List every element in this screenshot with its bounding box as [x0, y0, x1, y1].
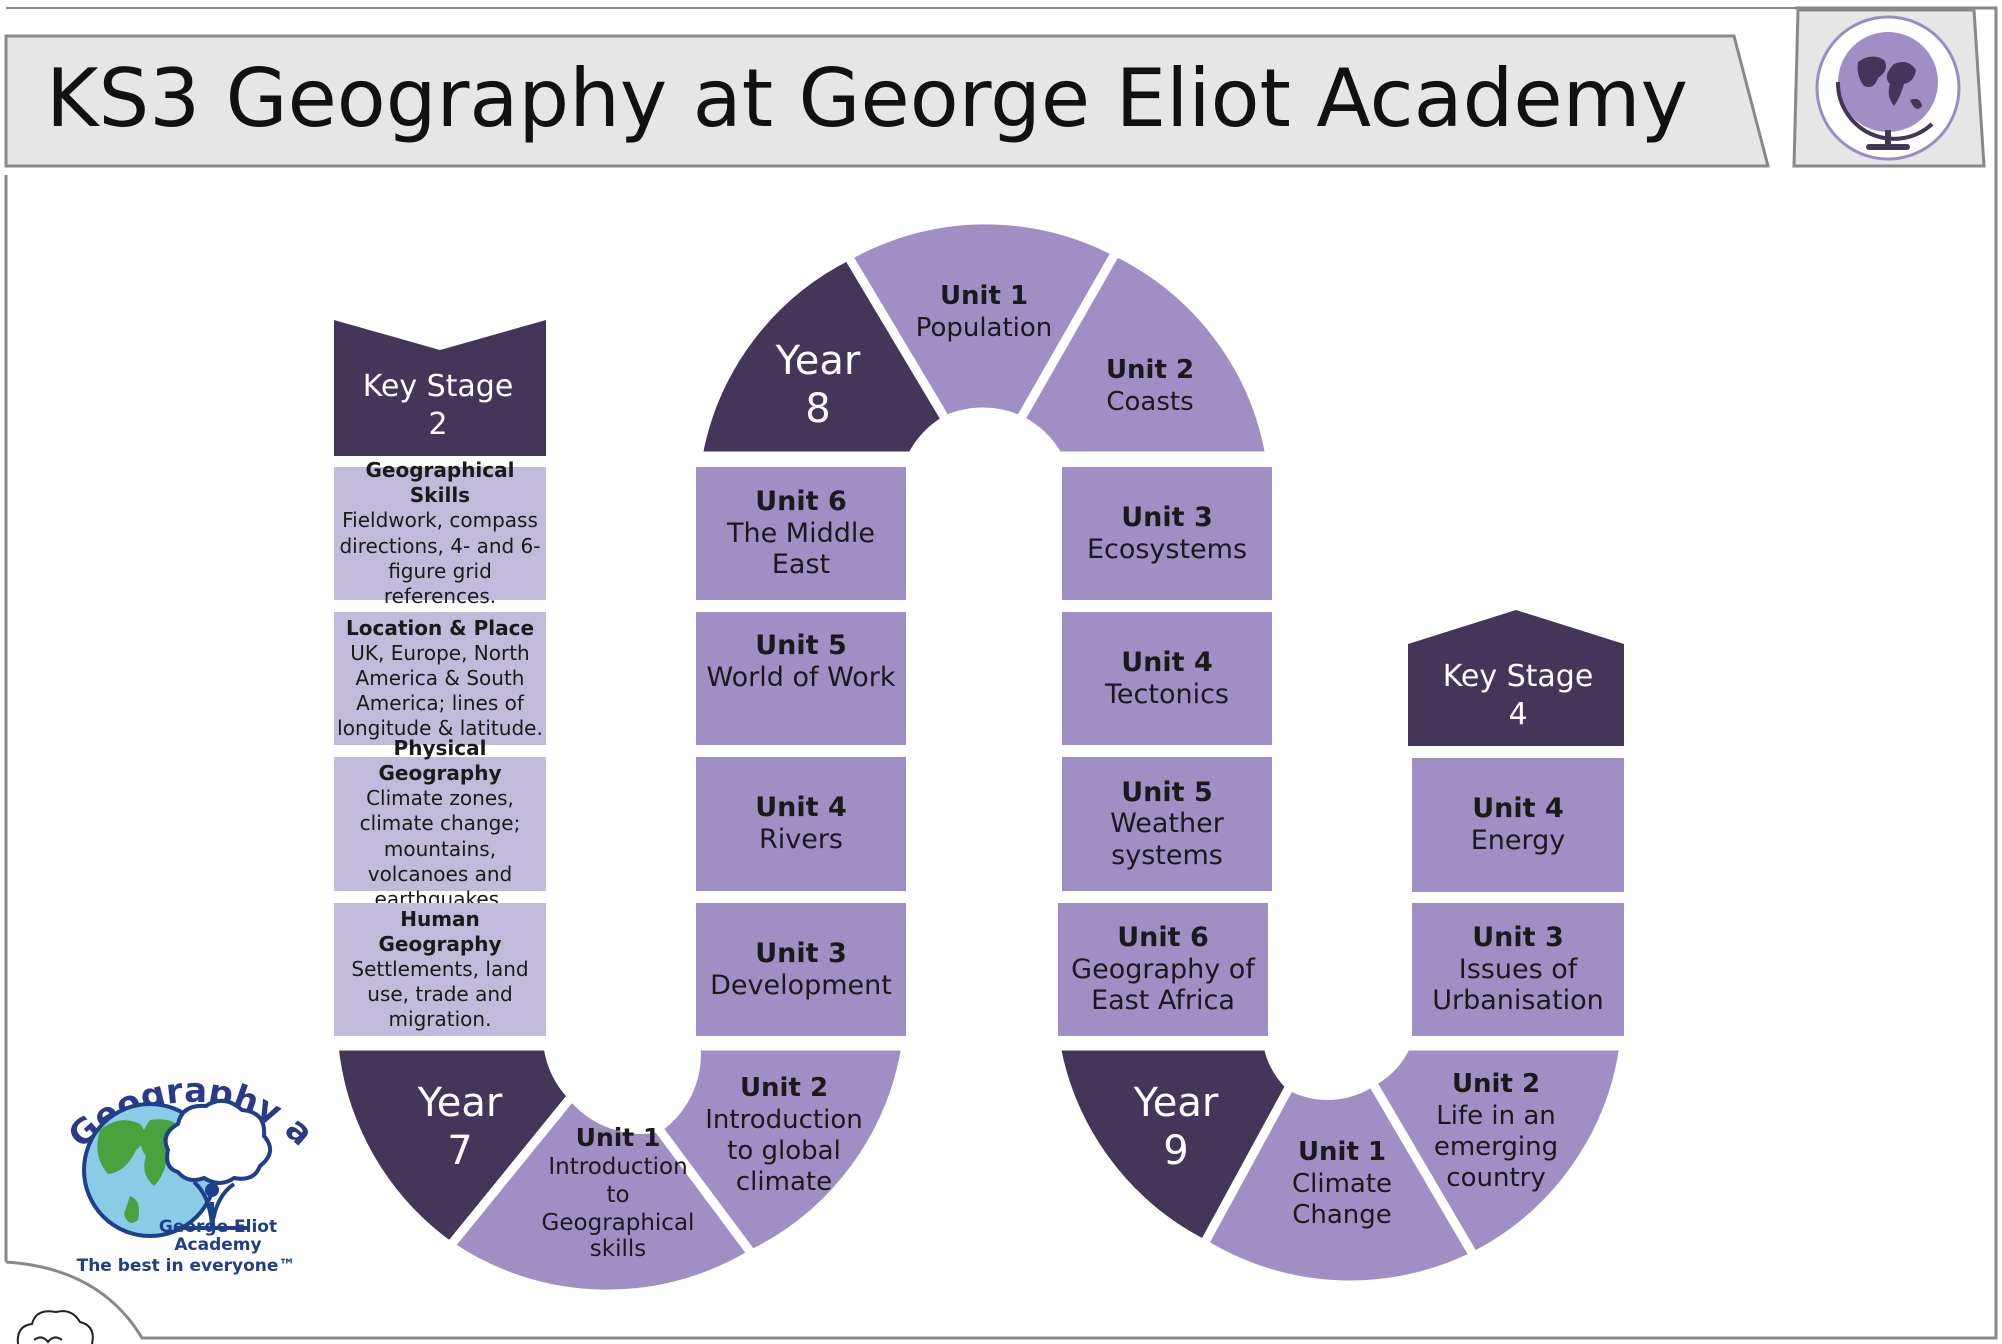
- ks2-label-line2: 2: [428, 407, 447, 442]
- year9-label-line1: Year: [1133, 1080, 1219, 1126]
- y8-unit3-box: Unit 3 Ecosystems: [1062, 467, 1272, 600]
- y8-unit4-name: Tectonics: [1105, 678, 1229, 710]
- y7-unit3-title: Unit 3: [755, 937, 847, 969]
- y8-unit3-name: Ecosystems: [1086, 533, 1248, 565]
- y8-unit5-title: Unit 5: [1121, 776, 1213, 808]
- page-frame-bottom: [5, 6, 1998, 1340]
- corner-cloud-detail: [33, 1336, 63, 1344]
- y9-unit4-box: Unit 4 Energy: [1412, 758, 1624, 892]
- y7-unit5-title: Unit 5: [755, 630, 847, 661]
- logo-arc-text: Geography at GEA: [0, 0, 321, 1156]
- y9-unit1-title: Unit 1: [1298, 1137, 1386, 1167]
- ks4-label-line2: 4: [1508, 697, 1527, 732]
- ks2-box2-text: UK, Europe, North America & South Americ…: [337, 640, 543, 741]
- logo-school-line1: George Eliot: [159, 1217, 277, 1237]
- tree-icon: [163, 1098, 272, 1230]
- year9-unit2-shape: [1367, 1041, 1629, 1261]
- page-title: KS3 Geography at George Eliot Academy: [46, 52, 1688, 145]
- gea-logo: Geography at GEA George Eliot Academy Th…: [0, 0, 321, 1276]
- y7-unit6-name: The Middle East: [727, 517, 875, 581]
- year8-label-shape: [693, 251, 951, 461]
- y7-unit3-name: Development: [710, 969, 892, 1001]
- ks4-banner-shape: [1408, 610, 1624, 746]
- year7-label-line1: Year: [417, 1080, 503, 1126]
- y7-unit4-name: Rivers: [758, 824, 844, 855]
- y8-unit5-box: Unit 5 Weather systems: [1062, 757, 1272, 891]
- year7-unit1-shape: [445, 1091, 757, 1299]
- y7-unit3-box: Unit 3 Development: [696, 903, 906, 1036]
- y7-unit2-title: Unit 2: [740, 1073, 828, 1103]
- corner-cloud-icon: [16, 1310, 94, 1344]
- y9-unit3-box: Unit 3 Issues of Urbanisation: [1412, 903, 1624, 1036]
- y8-unit2-name: Coasts: [1106, 387, 1193, 417]
- ks2-box1-text: Fieldwork, compass directions, 4- and 6-…: [339, 508, 541, 608]
- y8-unit2-title: Unit 2: [1106, 355, 1194, 385]
- ks2-box2-heading: Location & Place: [345, 615, 535, 640]
- y8-unit6-box: Unit 6 Geography of East Africa: [1058, 903, 1268, 1036]
- year9-unit1-shape: [1199, 1077, 1479, 1290]
- y7-unit1-title: Unit 1: [576, 1123, 661, 1152]
- ks2-box4-text: Settlements, land use, trade and migrati…: [351, 956, 529, 1032]
- ks4-label-line1: Key Stage: [1443, 659, 1594, 694]
- y7-unit4-box: Unit 4 Rivers: [696, 757, 906, 891]
- year9-label-shape: [1051, 1041, 1295, 1249]
- year8-label-line1: Year: [775, 338, 861, 384]
- ks2-box3-heading: Physical Geography: [378, 735, 502, 786]
- ks2-box-geographical-skills: Geographical Skills Fieldwork, compass d…: [334, 458, 546, 608]
- ks2-box-location-place: Location & Place UK, Europe, North Ameri…: [334, 612, 546, 745]
- year8-unit2-shape: [1015, 247, 1275, 461]
- logo-school-line2: Academy: [174, 1235, 261, 1255]
- y8-unit3-title: Unit 3: [1121, 501, 1213, 533]
- globe-icon: [1815, 15, 1961, 161]
- logo-tagline: The best in everyone™: [77, 1256, 296, 1276]
- y8-unit6-name: Geography of East Africa: [1071, 953, 1255, 1017]
- ks2-box-human-geography: Human Geography Settlements, land use, t…: [334, 903, 546, 1036]
- y8-unit1-name: Population: [916, 313, 1053, 343]
- y7-unit6-box: Unit 6 The Middle East: [696, 467, 906, 600]
- ks2-label-line1: Key Stage: [363, 369, 514, 404]
- ks2-box4-heading: Human Geography: [378, 906, 502, 956]
- title-banner: [4, 34, 1770, 168]
- ks2-box3-text: Climate zones, climate change; mountains…: [359, 786, 521, 911]
- y8-unit4-title: Unit 4: [1121, 646, 1213, 678]
- y9-unit4-title: Unit 4: [1472, 793, 1564, 825]
- ks2-banner-shape: [334, 320, 546, 456]
- year7-label-shape: [329, 1041, 577, 1251]
- y9-unit4-name: Energy: [1470, 825, 1566, 856]
- y7-unit5-box: Unit 5 World of Work: [696, 612, 906, 745]
- y8-unit1-title: Unit 1: [940, 281, 1028, 311]
- y9-unit2-title: Unit 2: [1452, 1069, 1540, 1099]
- y7-unit4-title: Unit 4: [755, 792, 847, 824]
- y8-unit6-title: Unit 6: [1117, 922, 1209, 954]
- y8-unit5-name: Weather systems: [1110, 808, 1224, 871]
- y9-unit3-name: Issues of Urbanisation: [1432, 953, 1604, 1017]
- ks2-box1-heading: Geographical Skills: [365, 457, 515, 508]
- year7-label-line2: 7: [447, 1128, 472, 1174]
- year8-label-line2: 8: [805, 386, 830, 432]
- year7-unit2-shape: [653, 1041, 911, 1259]
- y7-unit5-name: World of Work: [706, 661, 896, 693]
- y8-unit4-box: Unit 4 Tectonics: [1062, 612, 1272, 745]
- ks2-box-physical-geography: Physical Geography Climate zones, climat…: [334, 736, 546, 911]
- y7-unit6-title: Unit 6: [755, 486, 847, 518]
- y9-unit3-title: Unit 3: [1472, 922, 1564, 954]
- year8-unit1-shape: [843, 215, 1121, 425]
- year9-label-line2: 9: [1163, 1128, 1188, 1174]
